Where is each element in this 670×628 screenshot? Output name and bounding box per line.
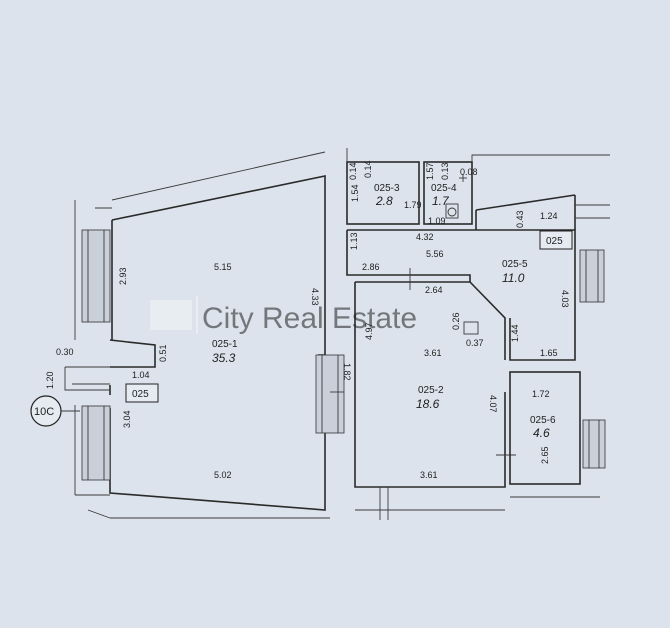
dim-label: 1.09: [428, 216, 446, 226]
dim-label: 1.24: [540, 211, 558, 221]
dim-label: 2.65: [540, 446, 550, 464]
room-area-025-1: 35.3: [212, 351, 236, 365]
dim-label: 2.64: [425, 285, 443, 295]
dim-label: 0.30: [56, 347, 74, 357]
dim-label: 3.61: [420, 470, 438, 480]
room-025-3-walls: [346, 161, 420, 225]
shaft-box: [463, 321, 479, 335]
unit-code-left: 025: [132, 389, 149, 400]
dim-label: 0.14: [363, 160, 373, 178]
unit-code-box-left: 025: [125, 383, 159, 403]
dim-label: 5.02: [214, 470, 232, 480]
window-storage: [582, 419, 606, 469]
dim-label: 4.03: [560, 290, 570, 308]
dim-label: 4.07: [488, 395, 498, 413]
watermark: City Real Estate: [150, 296, 417, 335]
dim-label: 1.20: [45, 371, 55, 389]
room-025-2-walls: [354, 281, 516, 520]
room-code-025-6: 025-6: [530, 415, 556, 426]
unit-code-right: 025: [546, 236, 563, 247]
room-code-025-5: 025-5: [502, 259, 528, 270]
room-code-025-4: 025-4: [431, 183, 457, 194]
dim-label: 3.04: [122, 410, 132, 428]
building-tag: 10C: [30, 395, 80, 427]
dim-label: 1.72: [532, 389, 550, 399]
dim-label: 1.57: [425, 162, 435, 180]
room-area-025-2: 18.6: [416, 397, 440, 411]
dim-label: 5.15: [214, 262, 232, 272]
toilet-icon: [447, 207, 457, 217]
dim-label: 1.44: [510, 324, 520, 342]
room-025-4-walls: [423, 161, 473, 225]
room-025-5-walls: [346, 194, 576, 361]
dim-label: 0.51: [158, 344, 168, 362]
window-left-upper: [81, 229, 111, 323]
dimension-labels: 0.14 0.14 1.54 1.79 1.57 0.13 0.08 1.09 …: [45, 160, 570, 480]
dim-label: 0.37: [466, 338, 484, 348]
room-area-025-5: 11.0: [502, 271, 525, 285]
dim-label: 2.93: [118, 267, 128, 285]
dim-label: 4.32: [416, 232, 434, 242]
dim-label: 0.08: [460, 167, 478, 177]
dim-label: 2.86: [362, 262, 380, 272]
dim-label: 1.04: [132, 370, 150, 380]
doorway-corridor: [315, 354, 345, 434]
dim-label: 5.56: [426, 249, 444, 259]
room-code-025-2: 025-2: [418, 385, 444, 396]
dim-label: 3.61: [424, 348, 442, 358]
dim-label: 1.79: [404, 200, 422, 210]
dim-label: 4.33: [310, 288, 320, 306]
room-code-025-3: 025-3: [374, 183, 400, 194]
dim-label: 4.97: [364, 322, 374, 340]
entrance-notch: [64, 366, 110, 391]
dim-label: 1.82: [342, 363, 352, 381]
window-left-lower: [81, 405, 111, 481]
window-hall: [579, 249, 605, 303]
room-area-025-4: 1.7: [432, 194, 450, 208]
room-025-6-walls: [509, 371, 600, 498]
dim-label: 0.13: [440, 162, 450, 180]
dim-label: 1.65: [540, 348, 558, 358]
dim-label: 1.13: [349, 232, 359, 250]
dim-label: 0.14: [348, 162, 358, 180]
watermark-text: City Real Estate: [202, 302, 417, 335]
building-tag-label: 10C: [34, 406, 54, 418]
dim-label: 0.26: [451, 312, 461, 330]
room-area-025-6: 4.6: [533, 426, 550, 440]
room-area-025-3: 2.8: [375, 194, 393, 208]
dim-label: 0.43: [515, 210, 525, 228]
dim-label: 1.54: [350, 184, 360, 202]
room-code-025-1: 025-1: [212, 339, 238, 350]
unit-code-box-right: 025: [539, 230, 573, 250]
